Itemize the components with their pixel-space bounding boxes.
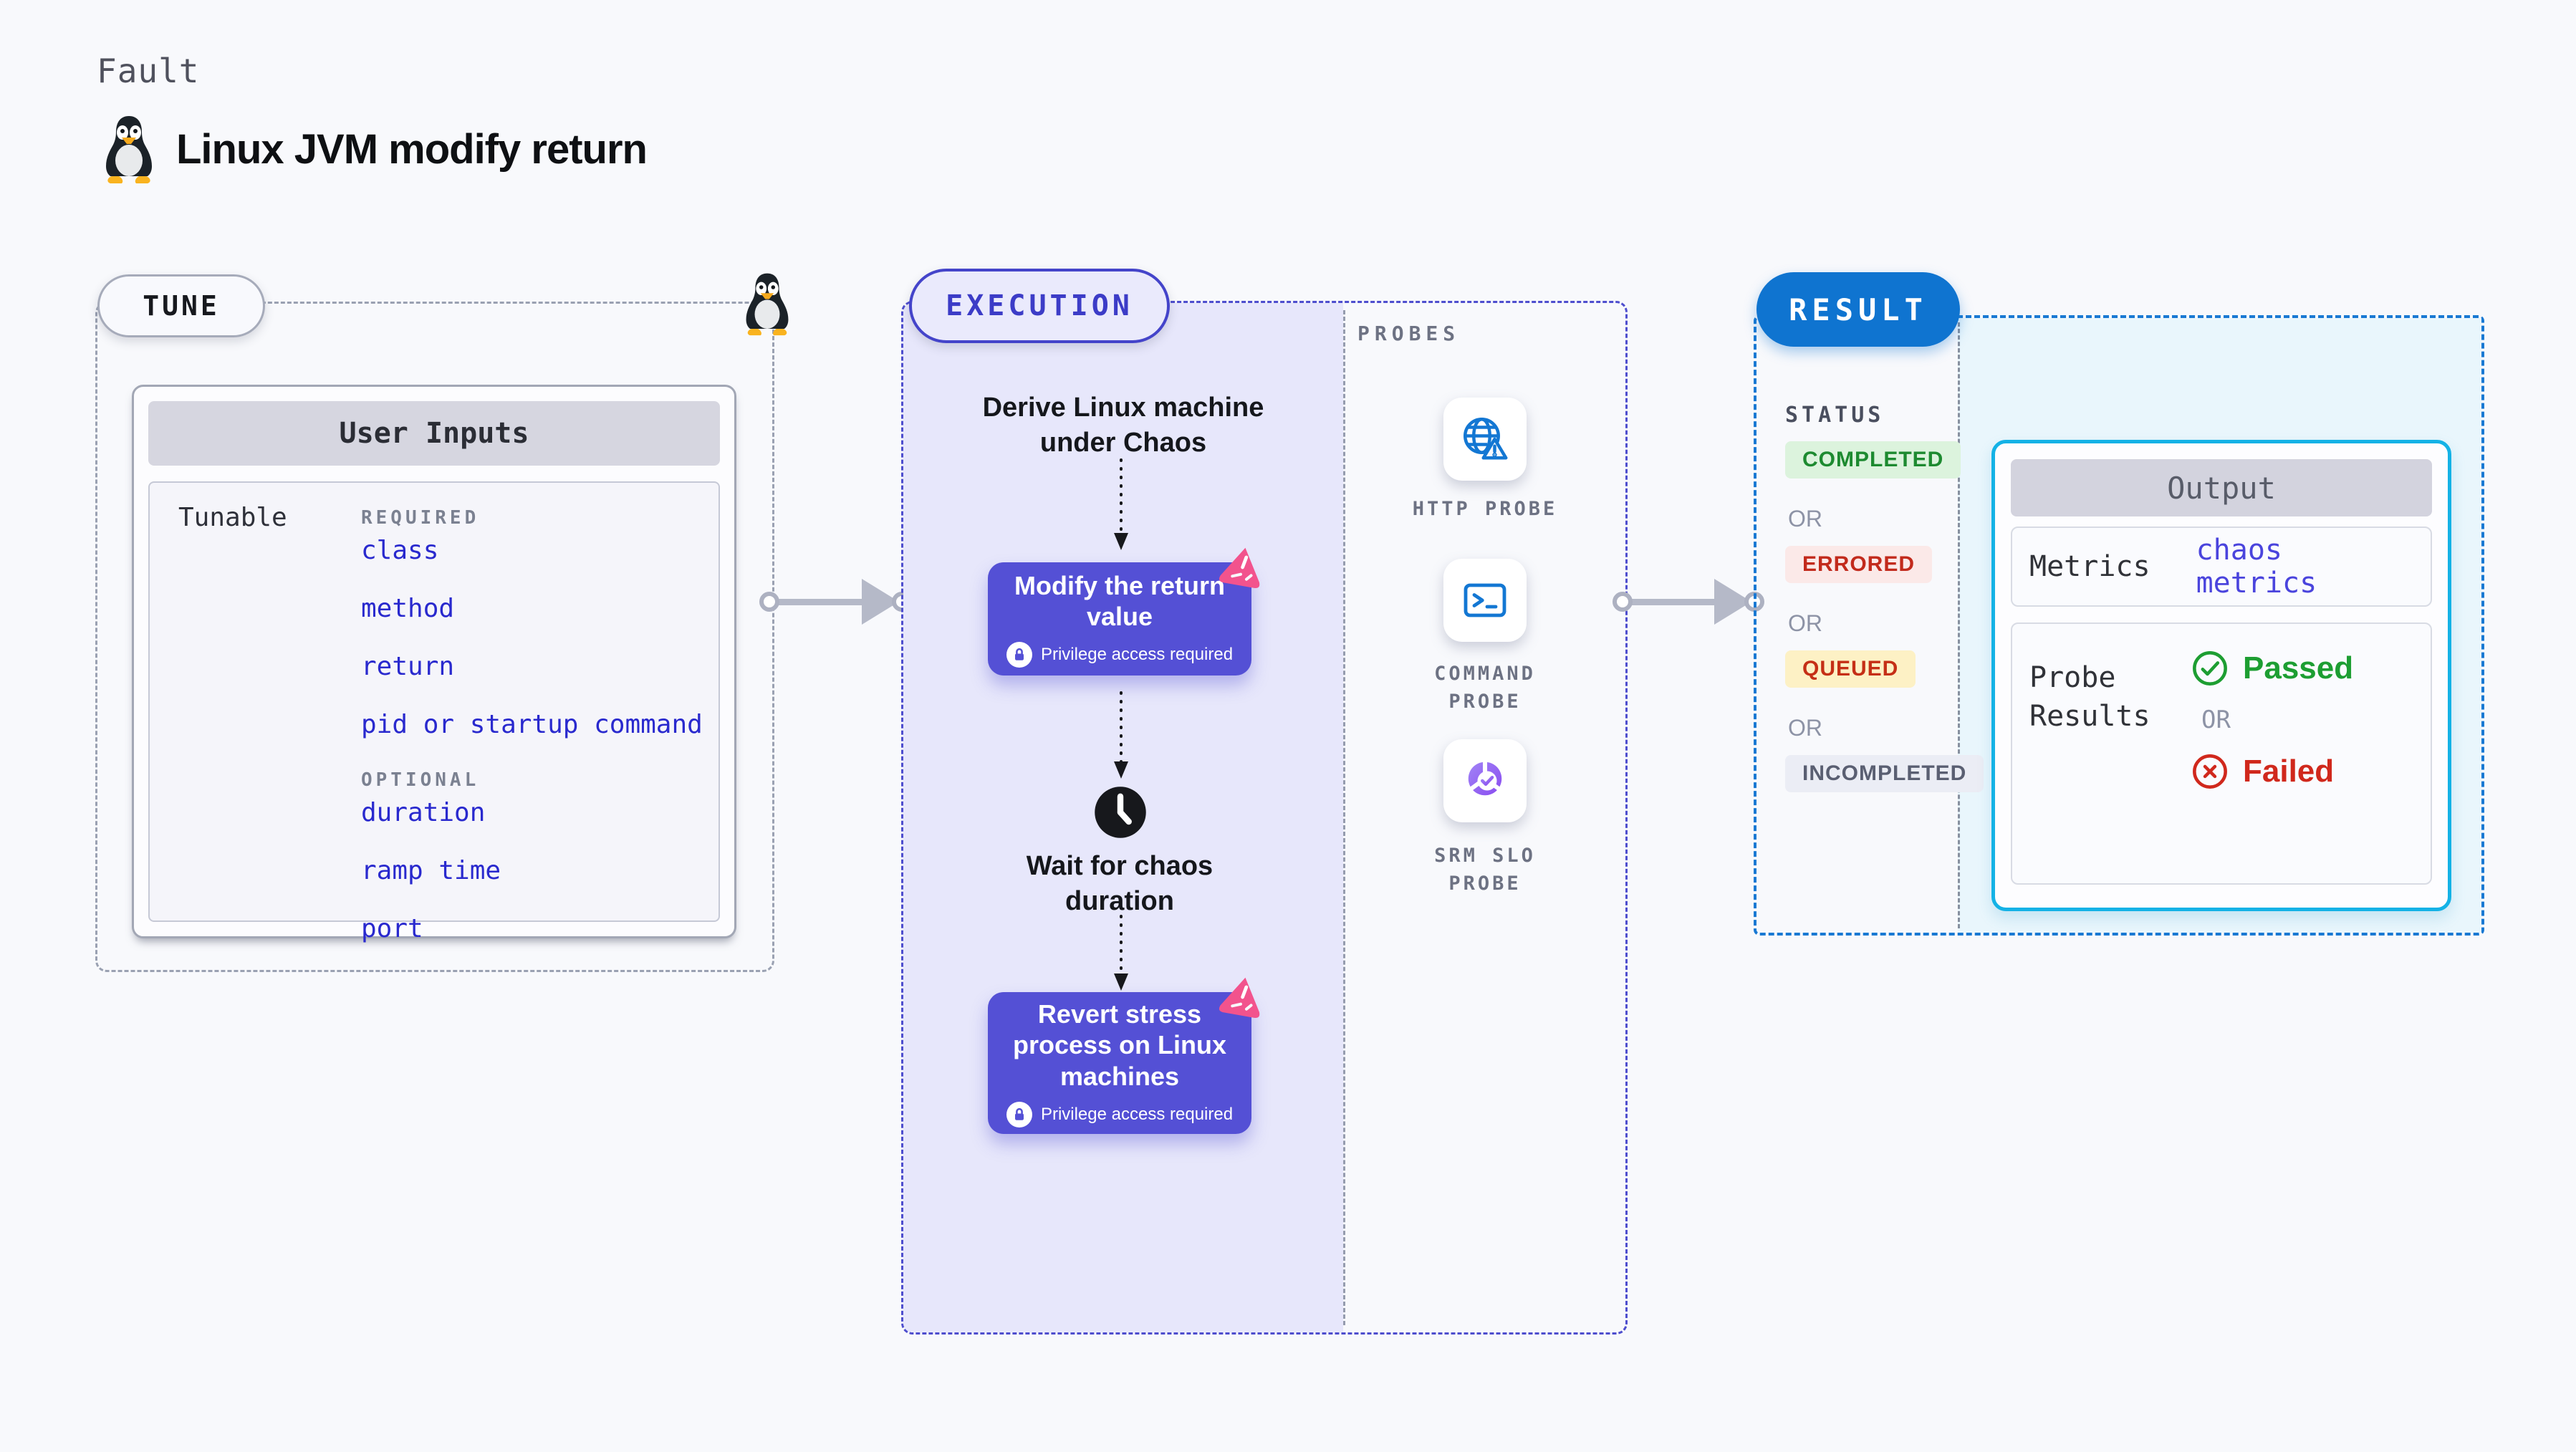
- lock-icon: [1006, 1101, 1032, 1128]
- tunable-link-duration[interactable]: duration: [361, 798, 486, 827]
- linux-tux-icon: [746, 273, 789, 336]
- metrics-label: Metrics: [2029, 550, 2150, 583]
- modify-return-step-card[interactable]: Modify the return value Privilege access…: [988, 547, 1260, 675]
- metrics-value-link[interactable]: chaos metrics: [2196, 534, 2317, 600]
- failed-label: Failed: [2243, 754, 2335, 789]
- metrics-row: Metrics chaos metrics: [2011, 527, 2432, 607]
- tunable-link-pid-or-startup-command[interactable]: pid or startup command: [361, 710, 703, 739]
- srm-slo-probe-label: SRM SLO PROBE: [1434, 845, 1536, 895]
- tunable-link-port[interactable]: port: [361, 914, 423, 943]
- chaos-fault-icon: [1219, 547, 1260, 589]
- tune-section-label: TUNE: [97, 274, 265, 337]
- or-separator: OR: [1788, 506, 1822, 532]
- derive-step-text: Derive Linux machine under Chaos: [982, 393, 1264, 458]
- lock-icon: [1006, 642, 1032, 668]
- globe-alert-icon: [1464, 418, 1508, 460]
- privilege-badge-text: Privilege access required: [1040, 1104, 1234, 1124]
- or-separator: OR: [1788, 715, 1822, 741]
- page-title-row: Linux JVM modify return: [100, 113, 648, 185]
- terminal-icon: [1464, 583, 1506, 617]
- chaos-fault-icon: [1219, 977, 1260, 1019]
- command-probe-label: COMMAND PROBE: [1434, 663, 1536, 713]
- user-inputs-header: User Inputs: [148, 401, 720, 466]
- tunable-link-return[interactable]: return: [361, 652, 455, 681]
- result-separator: [1958, 322, 1960, 928]
- flow-arrow-down-icon: [1114, 915, 1128, 991]
- required-group-label: REQUIRED: [361, 507, 480, 529]
- wait-clock-icon: [1095, 787, 1146, 838]
- status-badge-completed: COMPLETED: [1785, 441, 1961, 479]
- status-badge-incompleted: INCOMPLETED: [1785, 755, 1984, 792]
- http-probe-label: HTTP PROBE: [1412, 498, 1558, 520]
- probe-results-label: Probe Results: [2029, 661, 2150, 733]
- http-probe-card[interactable]: [1443, 398, 1527, 481]
- tune-section: TUNE User Inputs Tunable REQUIRED class …: [95, 273, 789, 972]
- x-circle-icon: [2193, 754, 2227, 789]
- tunable-link-method[interactable]: method: [361, 594, 455, 623]
- status-badge-queued: QUEUED: [1785, 650, 1916, 688]
- optional-group-label: OPTIONAL: [361, 769, 480, 791]
- wait-step-text: Wait for chaos duration: [1026, 851, 1213, 916]
- probes-separator: [1343, 310, 1345, 1325]
- page-title: Linux JVM modify return: [176, 125, 648, 173]
- passed-label: Passed: [2243, 650, 2354, 686]
- fault-kicker: Fault: [97, 52, 200, 90]
- srm-slo-probe-card[interactable]: [1443, 739, 1527, 822]
- output-card-header: Output: [2011, 459, 2432, 516]
- check-circle-icon: [2193, 651, 2227, 686]
- flow-arrow-down-icon: [1114, 691, 1128, 779]
- result-section-label: RESULT: [1756, 272, 1960, 347]
- slo-donut-icon: [1467, 759, 1503, 796]
- execution-to-result-arrow: [1613, 577, 1764, 626]
- probe-results-row: Probe Results Passed OR: [2011, 622, 2432, 885]
- modify-return-step-title: Modify the return value: [1014, 570, 1225, 631]
- tunable-link-class[interactable]: class: [361, 536, 439, 565]
- output-card: Output Metrics chaos metrics Probe Resul…: [1991, 440, 2451, 911]
- user-inputs-card: User Inputs Tunable REQUIRED class metho…: [132, 385, 736, 943]
- flow-arrow-down-icon: [1114, 458, 1128, 550]
- tunable-row-label: Tunable: [178, 503, 287, 532]
- command-probe-card[interactable]: [1443, 559, 1527, 642]
- linux-tux-icon: [106, 116, 152, 183]
- tunable-link-ramp-time[interactable]: ramp time: [361, 856, 501, 885]
- execution-section-label: EXECUTION: [909, 269, 1170, 343]
- user-inputs-body: Tunable REQUIRED class method return pid…: [148, 481, 720, 943]
- probes-group-label: PROBES: [1357, 322, 1461, 345]
- or-separator: OR: [1788, 610, 1822, 636]
- result-section: RESULT STATUS COMPLETED OR ERRORED OR QU…: [1754, 272, 2484, 936]
- status-badge-errored: ERRORED: [1785, 546, 1933, 583]
- or-separator: OR: [2201, 706, 2231, 734]
- revert-stress-step-card[interactable]: Revert stress process on Linux machines …: [988, 977, 1260, 1134]
- revert-stress-step-title: Revert stress process on Linux machines: [1012, 999, 1227, 1091]
- execution-section: EXECUTION Derive Linux machine under Cha…: [901, 269, 1628, 1335]
- tune-to-execution-arrow: [759, 577, 912, 626]
- privilege-badge-text: Privilege access required: [1040, 645, 1234, 665]
- status-group-label: STATUS: [1785, 403, 1885, 428]
